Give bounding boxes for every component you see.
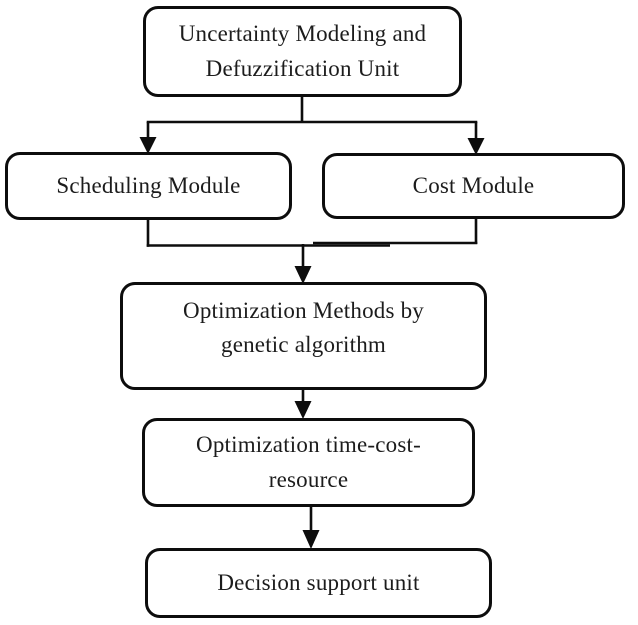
node-optimization-methods: Optimization Methods by genetic algorith… [120, 282, 487, 390]
node-optimization-methods-label: Optimization Methods by genetic algorith… [183, 297, 424, 357]
node-optimization-time-cost-resource-label: Optimization time-cost- resource [196, 432, 421, 492]
node-optimization-time-cost-resource: Optimization time-cost- resource [142, 418, 475, 507]
arrowhead-scheduling [139, 137, 157, 154]
node-decision-support-unit-label: Decision support unit [217, 569, 420, 595]
node-scheduling-module: Scheduling Module [5, 152, 292, 220]
node-uncertainty-modeling-unit-label: Uncertainty Modeling and Defuzzification… [178, 21, 427, 81]
node-cost-module-label: Cost Module [412, 172, 535, 198]
arrowhead-tcr [294, 401, 312, 419]
node-scheduling-module-label: Scheduling Module [56, 172, 241, 198]
arrowhead-decision [302, 530, 320, 549]
arrowhead-cost [467, 138, 485, 155]
node-cost-module: Cost Module [322, 153, 625, 219]
node-decision-support-unit: Decision support unit [145, 548, 492, 618]
arrowhead-optmethods [294, 266, 312, 284]
node-uncertainty-modeling-unit: Uncertainty Modeling and Defuzzification… [143, 6, 462, 97]
